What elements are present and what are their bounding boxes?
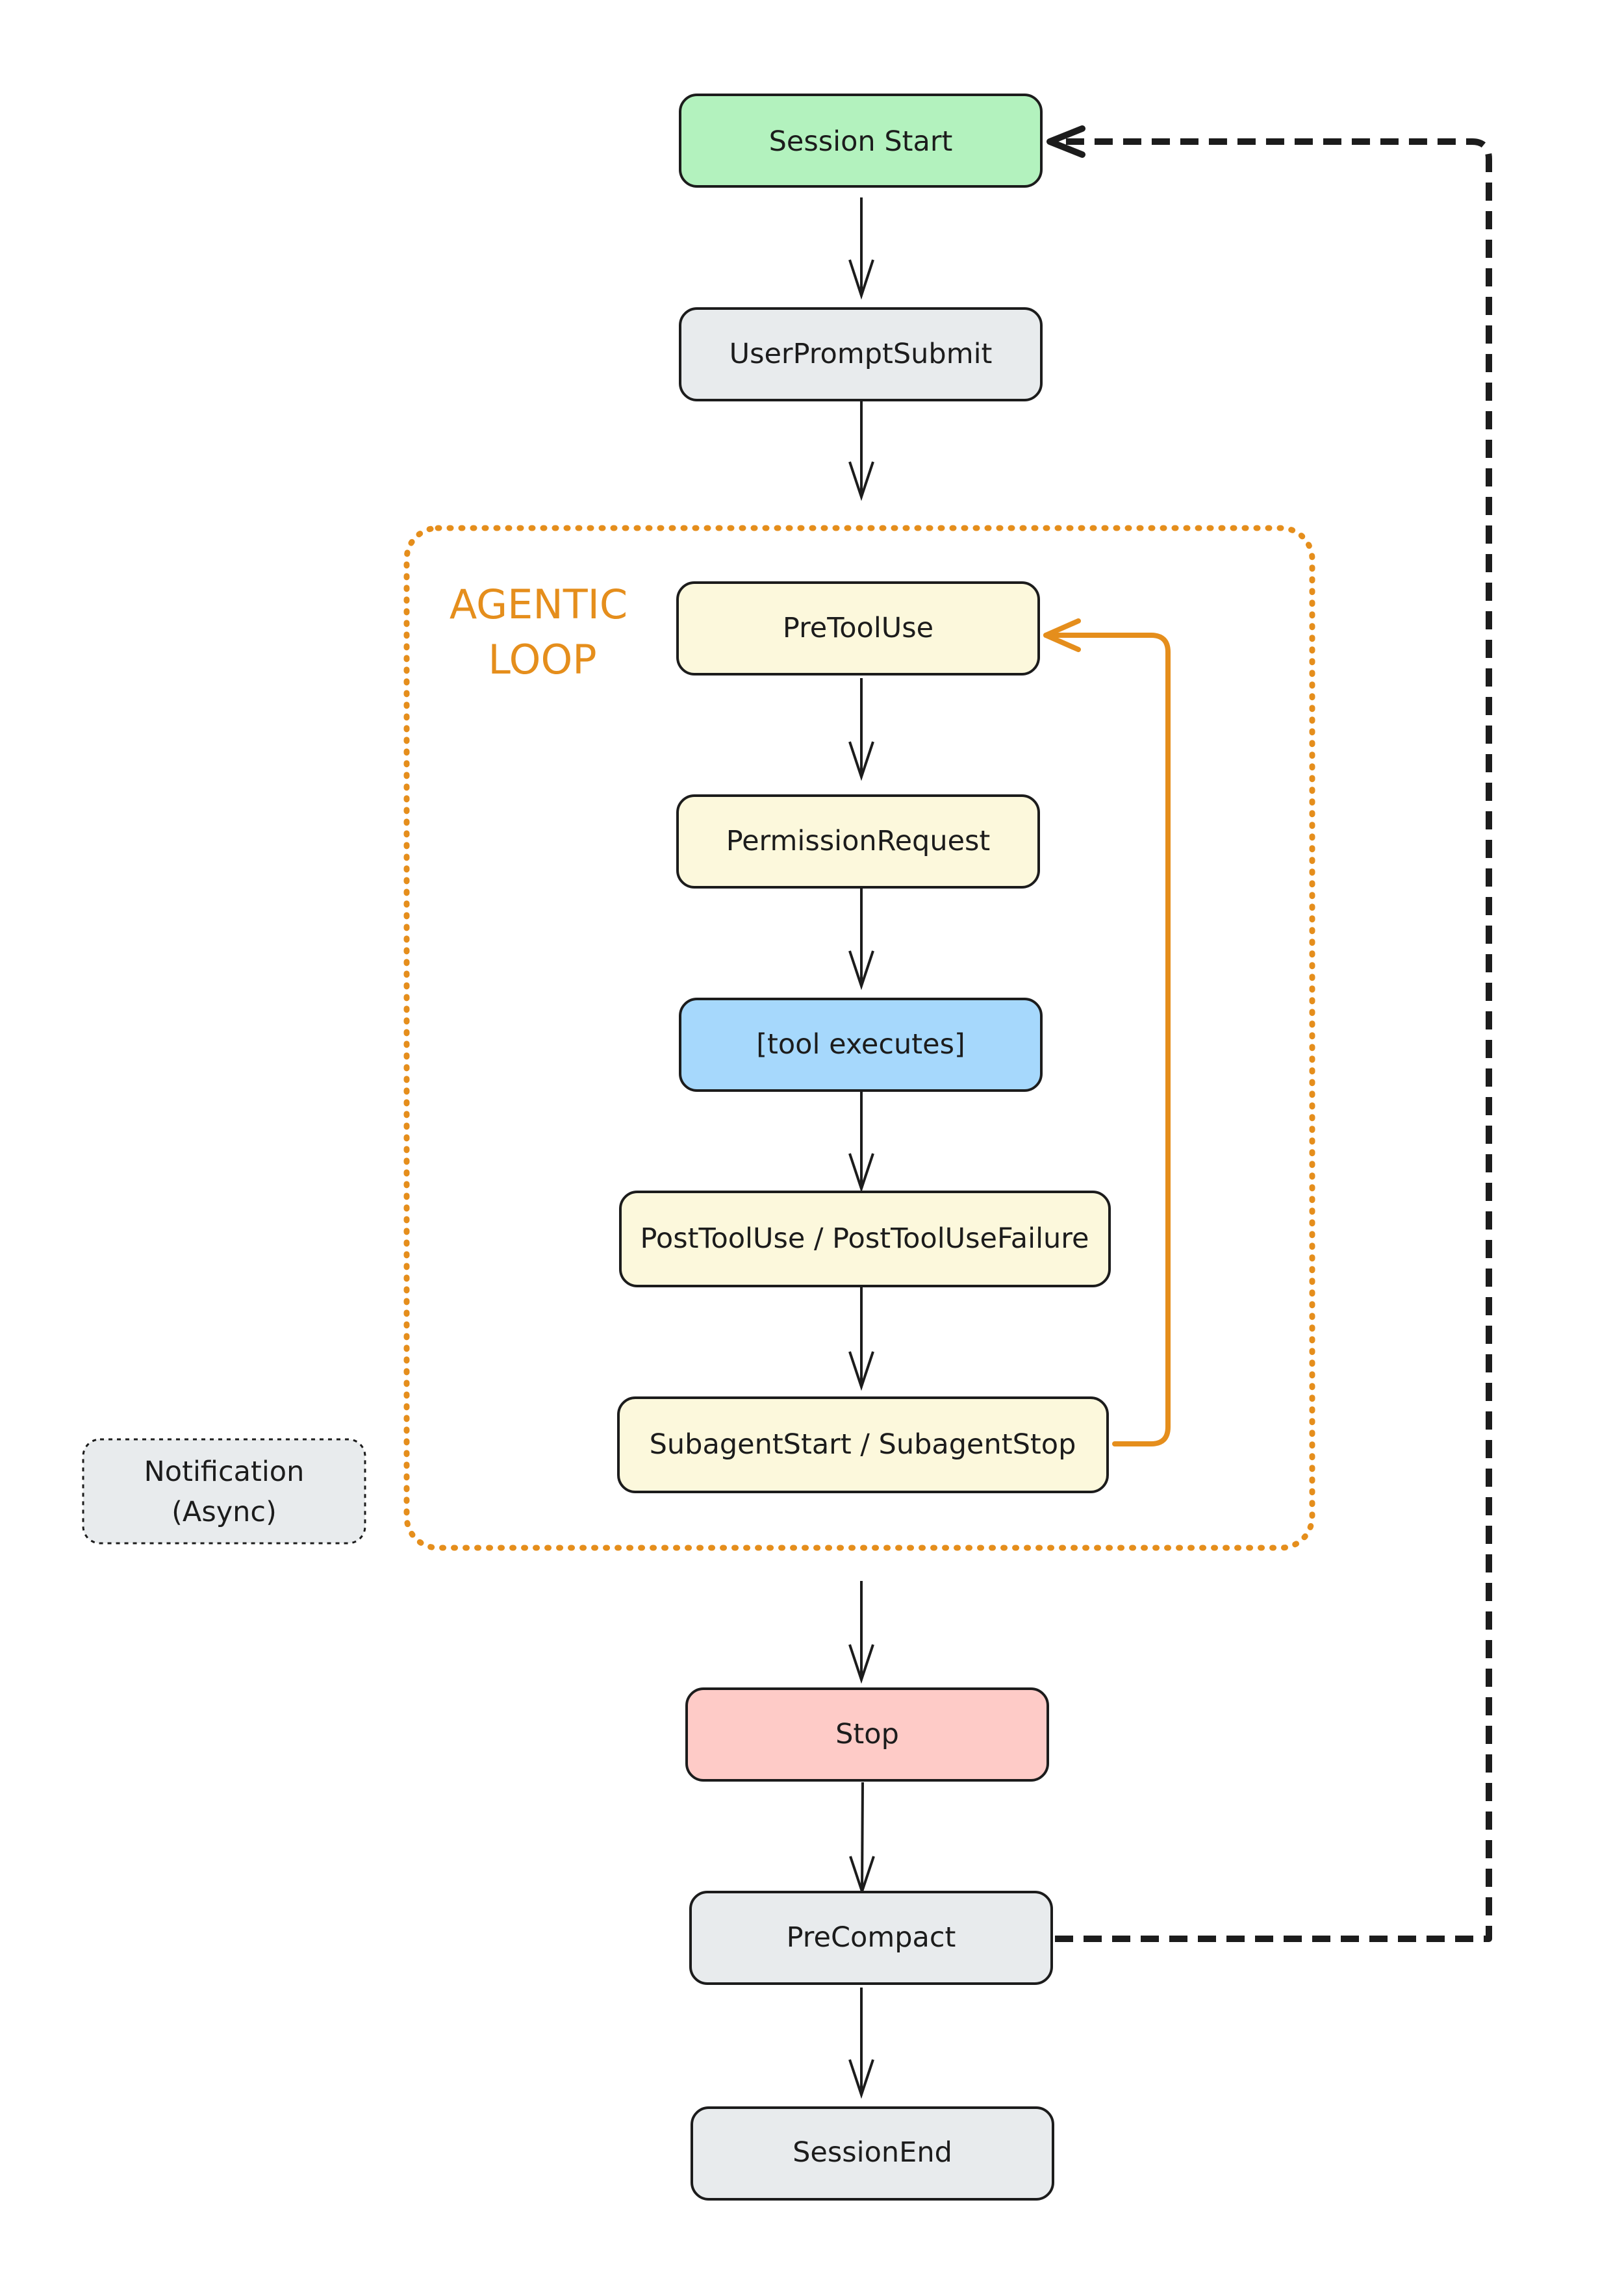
node-permission-request-label: PermissionRequest: [726, 825, 991, 857]
node-pre-compact-label: PreCompact: [787, 1921, 956, 1954]
node-pre-tool-use: PreToolUse: [676, 581, 1040, 675]
node-stop: Stop: [685, 1687, 1049, 1782]
node-stop-label: Stop: [835, 1718, 899, 1750]
node-user-prompt-submit-label: UserPromptSubmit: [730, 338, 993, 370]
node-user-prompt-submit: UserPromptSubmit: [679, 307, 1043, 401]
node-session-end-label: SessionEnd: [793, 2136, 952, 2169]
agentic-loop-label-line2: LOOP: [488, 636, 596, 683]
node-post-tool-use: PostToolUse / PostToolUseFailure: [619, 1191, 1111, 1287]
node-tool-executes: [tool executes]: [679, 998, 1043, 1092]
agentic-loop-label-line1: AGENTIC: [450, 581, 628, 628]
node-post-tool-use-label: PostToolUse / PostToolUseFailure: [641, 1222, 1089, 1255]
node-permission-request: PermissionRequest: [676, 794, 1040, 889]
node-pre-compact: PreCompact: [689, 1891, 1053, 1985]
node-notification: Notification (Async): [82, 1438, 366, 1545]
node-session-start: Session Start: [679, 94, 1043, 188]
node-session-start-label: Session Start: [769, 125, 953, 158]
flow-arrows: [848, 197, 875, 2099]
loop-back-arrowhead: [1043, 618, 1081, 652]
node-subagent: SubagentStart / SubagentStop: [617, 1396, 1109, 1493]
node-tool-executes-label: [tool executes]: [756, 1028, 965, 1061]
compaction-return-arrow: [1054, 138, 1492, 1942]
compaction-return-arrowhead: [1047, 125, 1085, 158]
agentic-loop-container: [403, 525, 1315, 1551]
loop-back-arrow: [1043, 633, 1171, 1446]
node-pre-tool-use-label: PreToolUse: [783, 612, 933, 644]
node-session-end: SessionEnd: [691, 2106, 1054, 2201]
node-notification-label-line2: (Async): [171, 1496, 277, 1528]
arrow-stop-to-pre-compact: [861, 1782, 864, 1892]
node-notification-label-line1: Notification: [144, 1456, 305, 1488]
node-subagent-label: SubagentStart / SubagentStop: [650, 1428, 1076, 1461]
